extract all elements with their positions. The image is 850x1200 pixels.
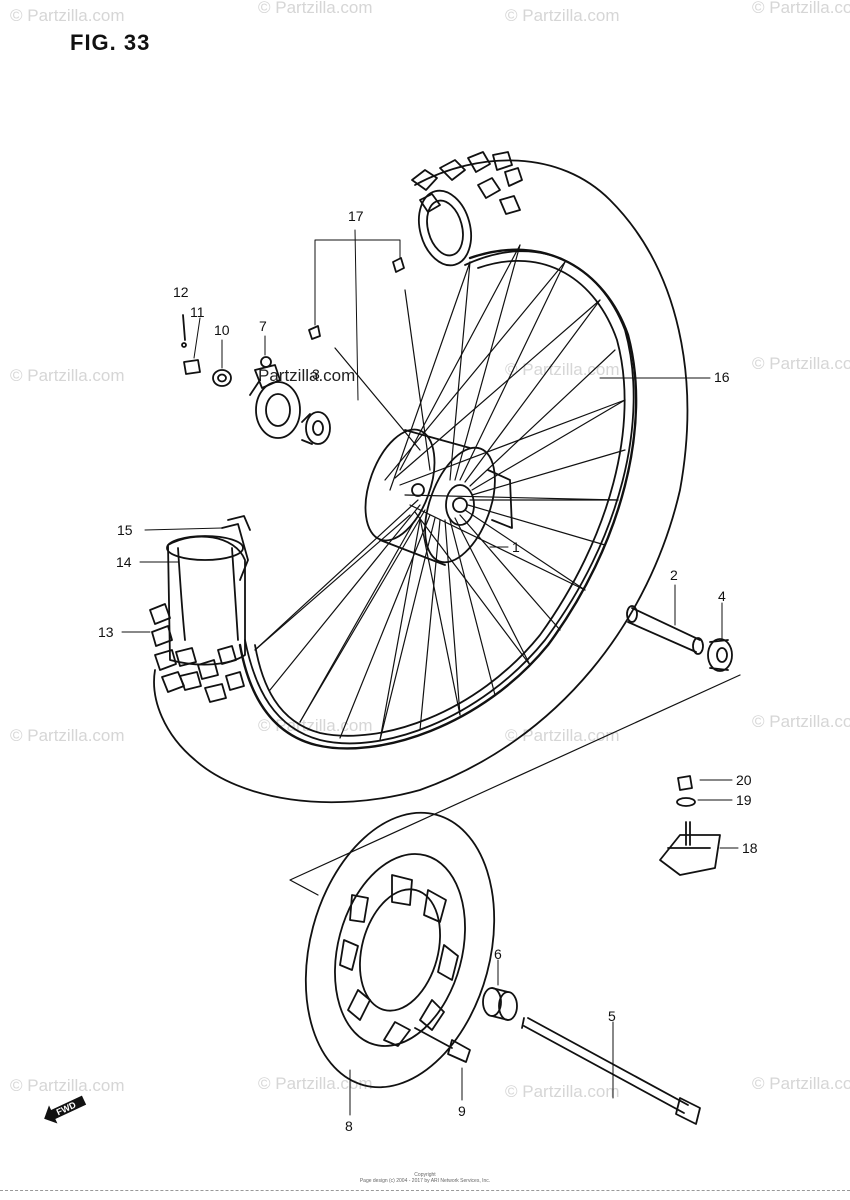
callout-20: 20 [736, 772, 752, 788]
callout-17: 17 [348, 208, 364, 224]
watermark: © Partzilla.com [258, 716, 373, 735]
watermark-brand: Partzilla.com [258, 366, 356, 385]
gearbox-7-drawing [249, 356, 301, 439]
callout-9: 9 [458, 1103, 466, 1119]
callout-7: 7 [259, 318, 267, 334]
watermark: © Partzilla.com [505, 6, 620, 25]
callout-15: 15 [117, 522, 133, 538]
collar-4-drawing [707, 638, 733, 672]
tire-drawing [149, 151, 689, 804]
callout-16: 16 [714, 369, 730, 385]
bottom-dashed-border [0, 1190, 850, 1191]
brake-disc-8-drawing [304, 811, 496, 1089]
watermark: © Partzilla.com [10, 726, 125, 745]
bearing-3-drawing [301, 411, 331, 445]
callout-12: 12 [173, 284, 189, 300]
watermark: © Partzilla.com [10, 366, 125, 385]
bolt-9-drawing [414, 1027, 471, 1063]
callout-14: 14 [116, 554, 132, 570]
watermark: © Partzilla.com [752, 0, 850, 17]
fastener-18-20-drawing [659, 775, 721, 876]
leader-lines [121, 317, 739, 1116]
callout-6: 6 [494, 946, 502, 962]
fwd-arrow-icon [44, 1095, 87, 1124]
axle-5-drawing [521, 1017, 701, 1125]
figure-title: FIG. 33 [70, 30, 151, 55]
callout-4: 4 [718, 588, 726, 604]
watermark: © Partzilla.com [258, 1074, 373, 1093]
footer-copyright: Copyright Page design (c) 2004 - 2017 by… [340, 1172, 510, 1184]
watermark: © Partzilla.com [505, 726, 620, 745]
watermark: © Partzilla.com [752, 712, 850, 731]
callout-2: 2 [670, 567, 678, 583]
watermark: © Partzilla.com [752, 354, 850, 373]
callout-3: 3 [312, 366, 320, 382]
footer-line-1: Copyright [414, 1172, 436, 1178]
callout-8: 8 [345, 1118, 353, 1134]
watermark: © Partzilla.com [10, 6, 125, 25]
callout-18: 18 [742, 840, 758, 856]
callout-11: 11 [190, 304, 205, 320]
spoke-nipples-17-drawing [308, 229, 405, 401]
callout-19: 19 [736, 792, 752, 808]
fasteners-10-12-drawing [181, 314, 232, 387]
assembly-guide-line [289, 674, 741, 896]
callout-10: 10 [214, 322, 230, 338]
watermark: © Partzilla.com [752, 1074, 850, 1093]
watermark: © Partzilla.com [505, 360, 620, 379]
callout-5: 5 [608, 1008, 616, 1024]
hub-drawing [364, 428, 513, 566]
watermark: © Partzilla.com [258, 0, 373, 17]
watermark: © Partzilla.com [505, 1082, 620, 1101]
callout-1: 1 [512, 539, 520, 555]
footer-line-2: Page design (c) 2004 - 2017 by ARI Netwo… [359, 1178, 491, 1184]
fwd-arrow-badge: FWD [40, 1092, 90, 1131]
spokes-drawing [254, 244, 626, 741]
spacer-2-drawing [626, 605, 704, 655]
watermark: © Partzilla.com [10, 1076, 125, 1095]
cap-6-drawing [482, 987, 518, 1021]
callout-13: 13 [98, 624, 114, 640]
